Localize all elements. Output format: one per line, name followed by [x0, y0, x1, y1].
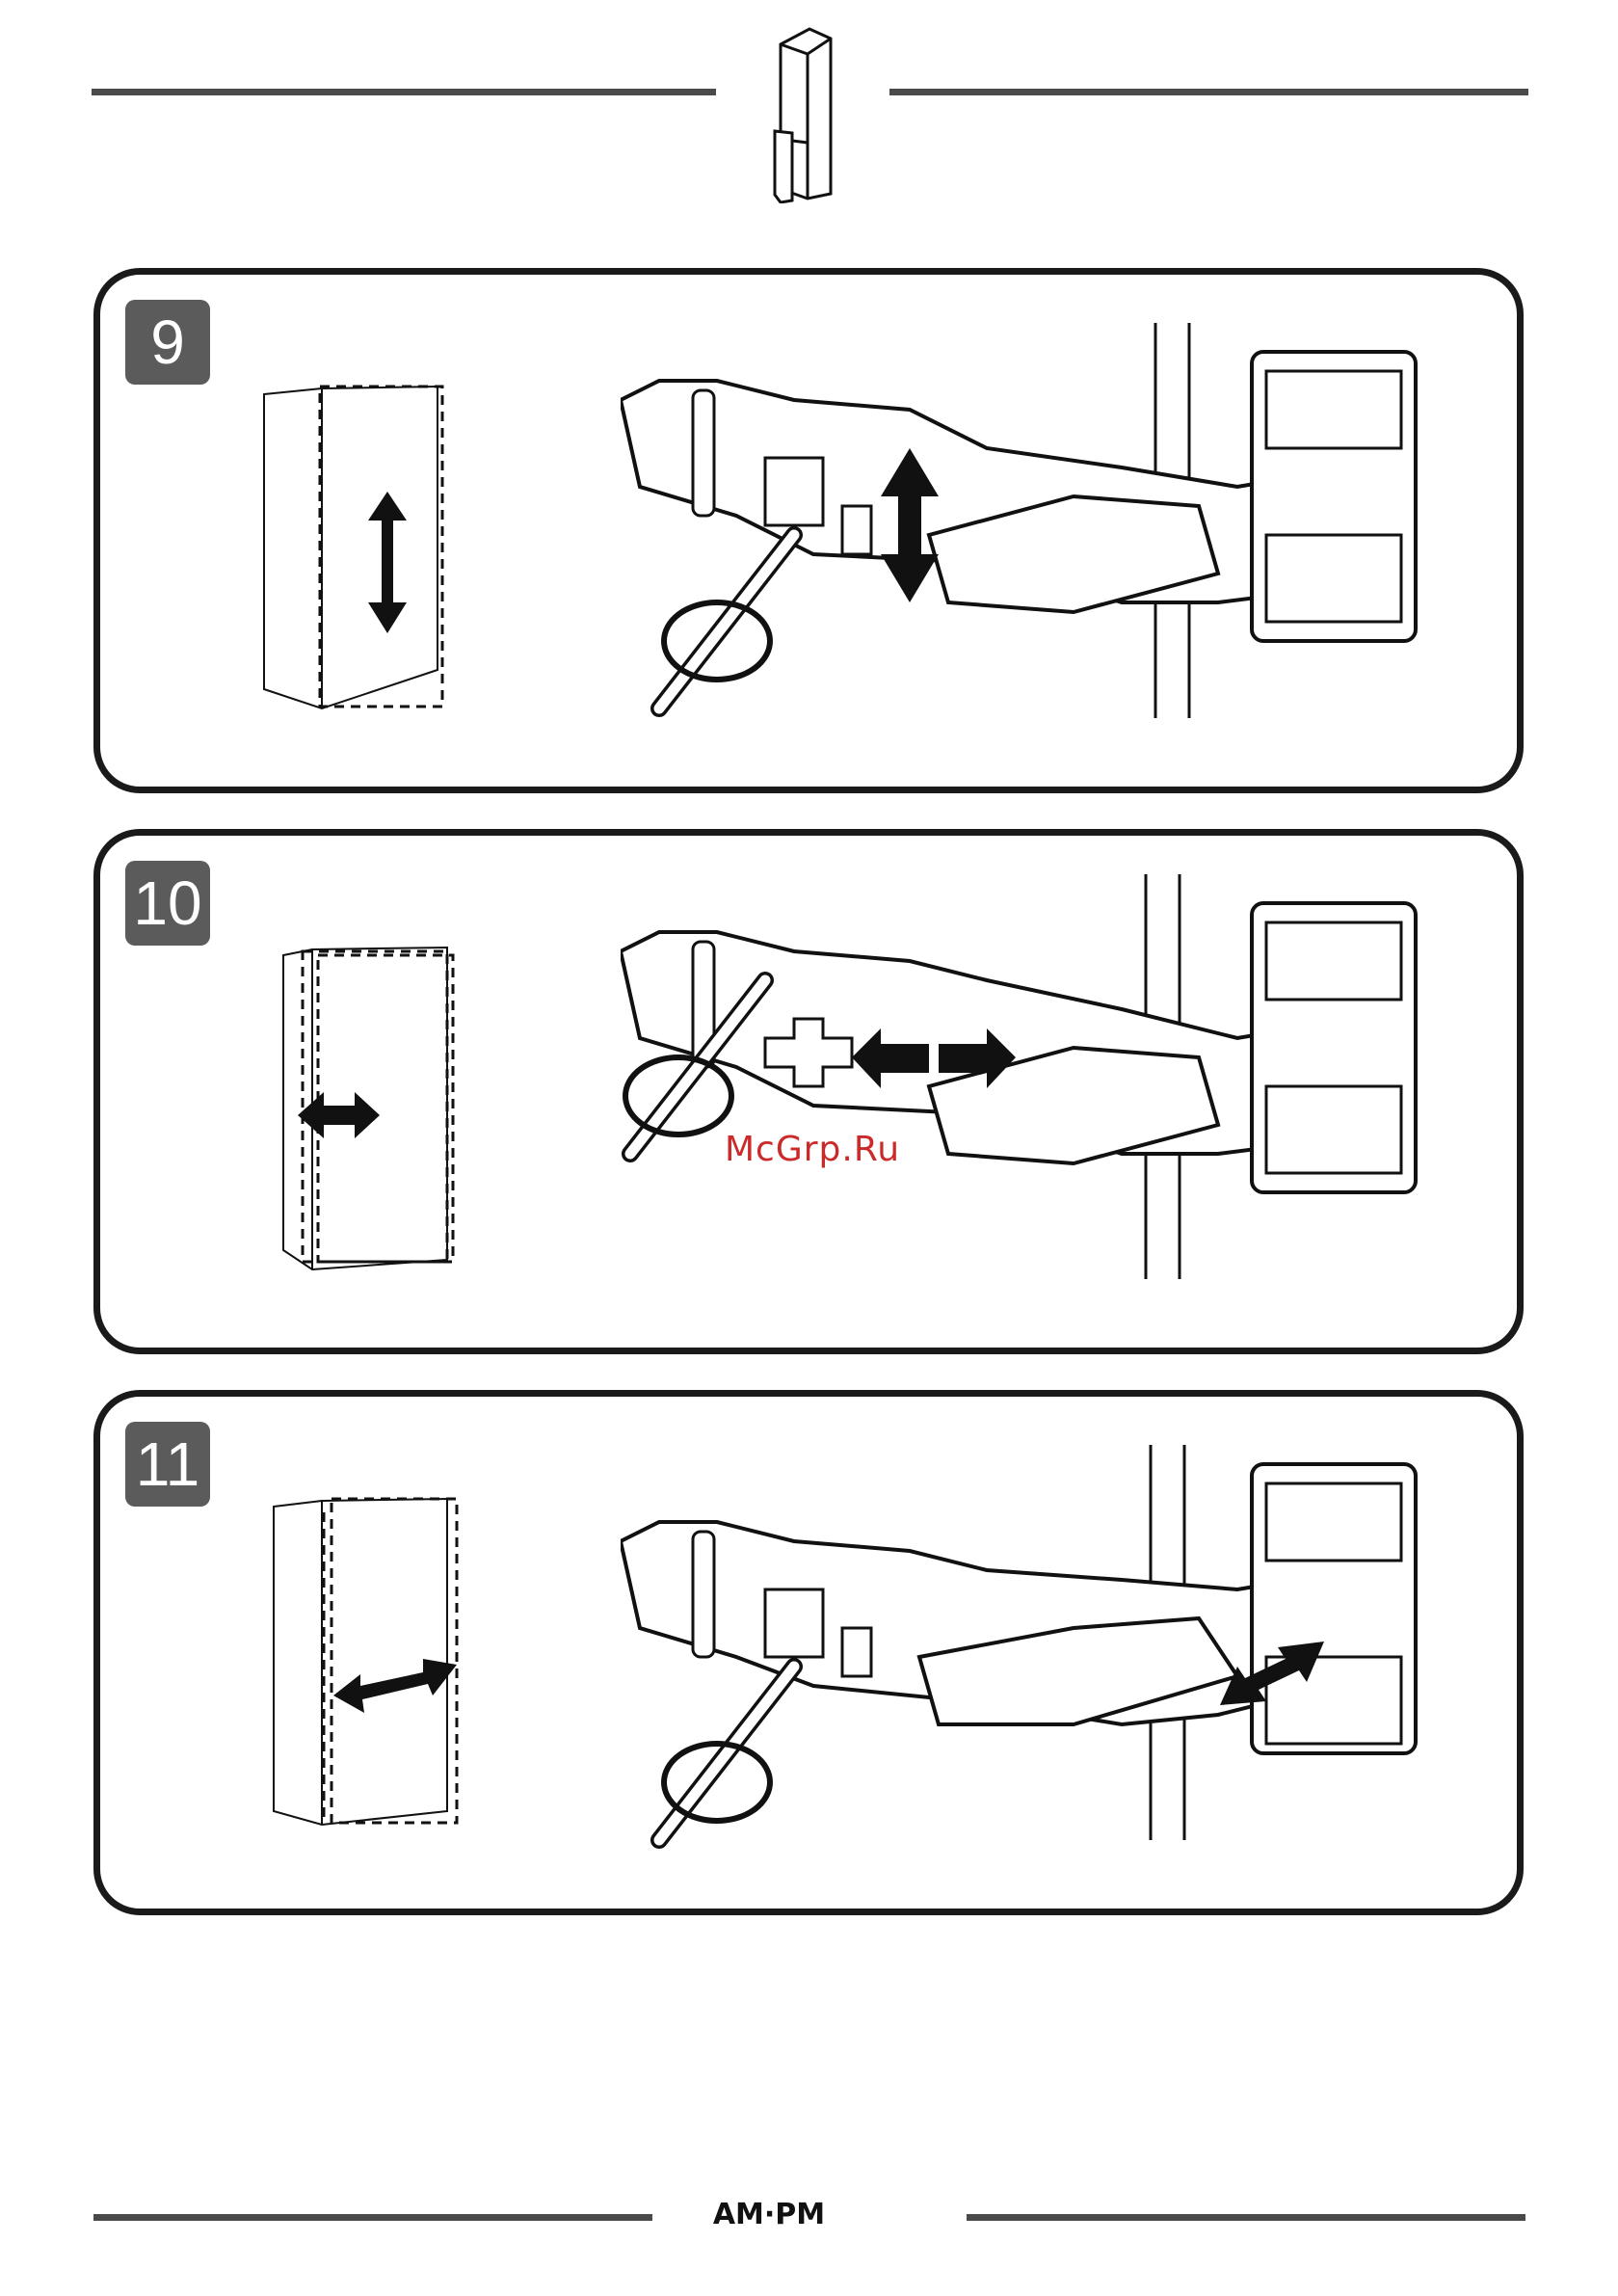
step-number-badge: 11	[125, 1422, 210, 1507]
step-number-badge: 10	[125, 861, 210, 946]
step-panel-10: 10 McGrp.Ru	[93, 829, 1524, 1354]
brand-logo: AM·PM	[702, 2198, 836, 2231]
watermark: McGrp.Ru	[725, 1130, 900, 1169]
cabinet-vertical-adjust	[254, 381, 457, 728]
step-panel-11: 11	[93, 1390, 1524, 1915]
step-panel-9: 9	[93, 268, 1524, 793]
cabinet-horizontal-adjust	[274, 942, 476, 1289]
header-rule-right	[889, 89, 1528, 95]
hinge-adjust-illustration	[621, 1435, 1507, 1850]
footer-rule-left	[93, 2214, 652, 2221]
cabinet-depth-adjust	[264, 1493, 476, 1840]
hinge-adjust-illustration	[621, 313, 1507, 728]
step-number-badge: 9	[125, 300, 210, 385]
header-rule-left	[92, 89, 716, 95]
footer-rule-right	[967, 2214, 1525, 2221]
hinge-bracket-icon	[771, 25, 838, 203]
hinge-adjust-illustration	[621, 874, 1507, 1289]
